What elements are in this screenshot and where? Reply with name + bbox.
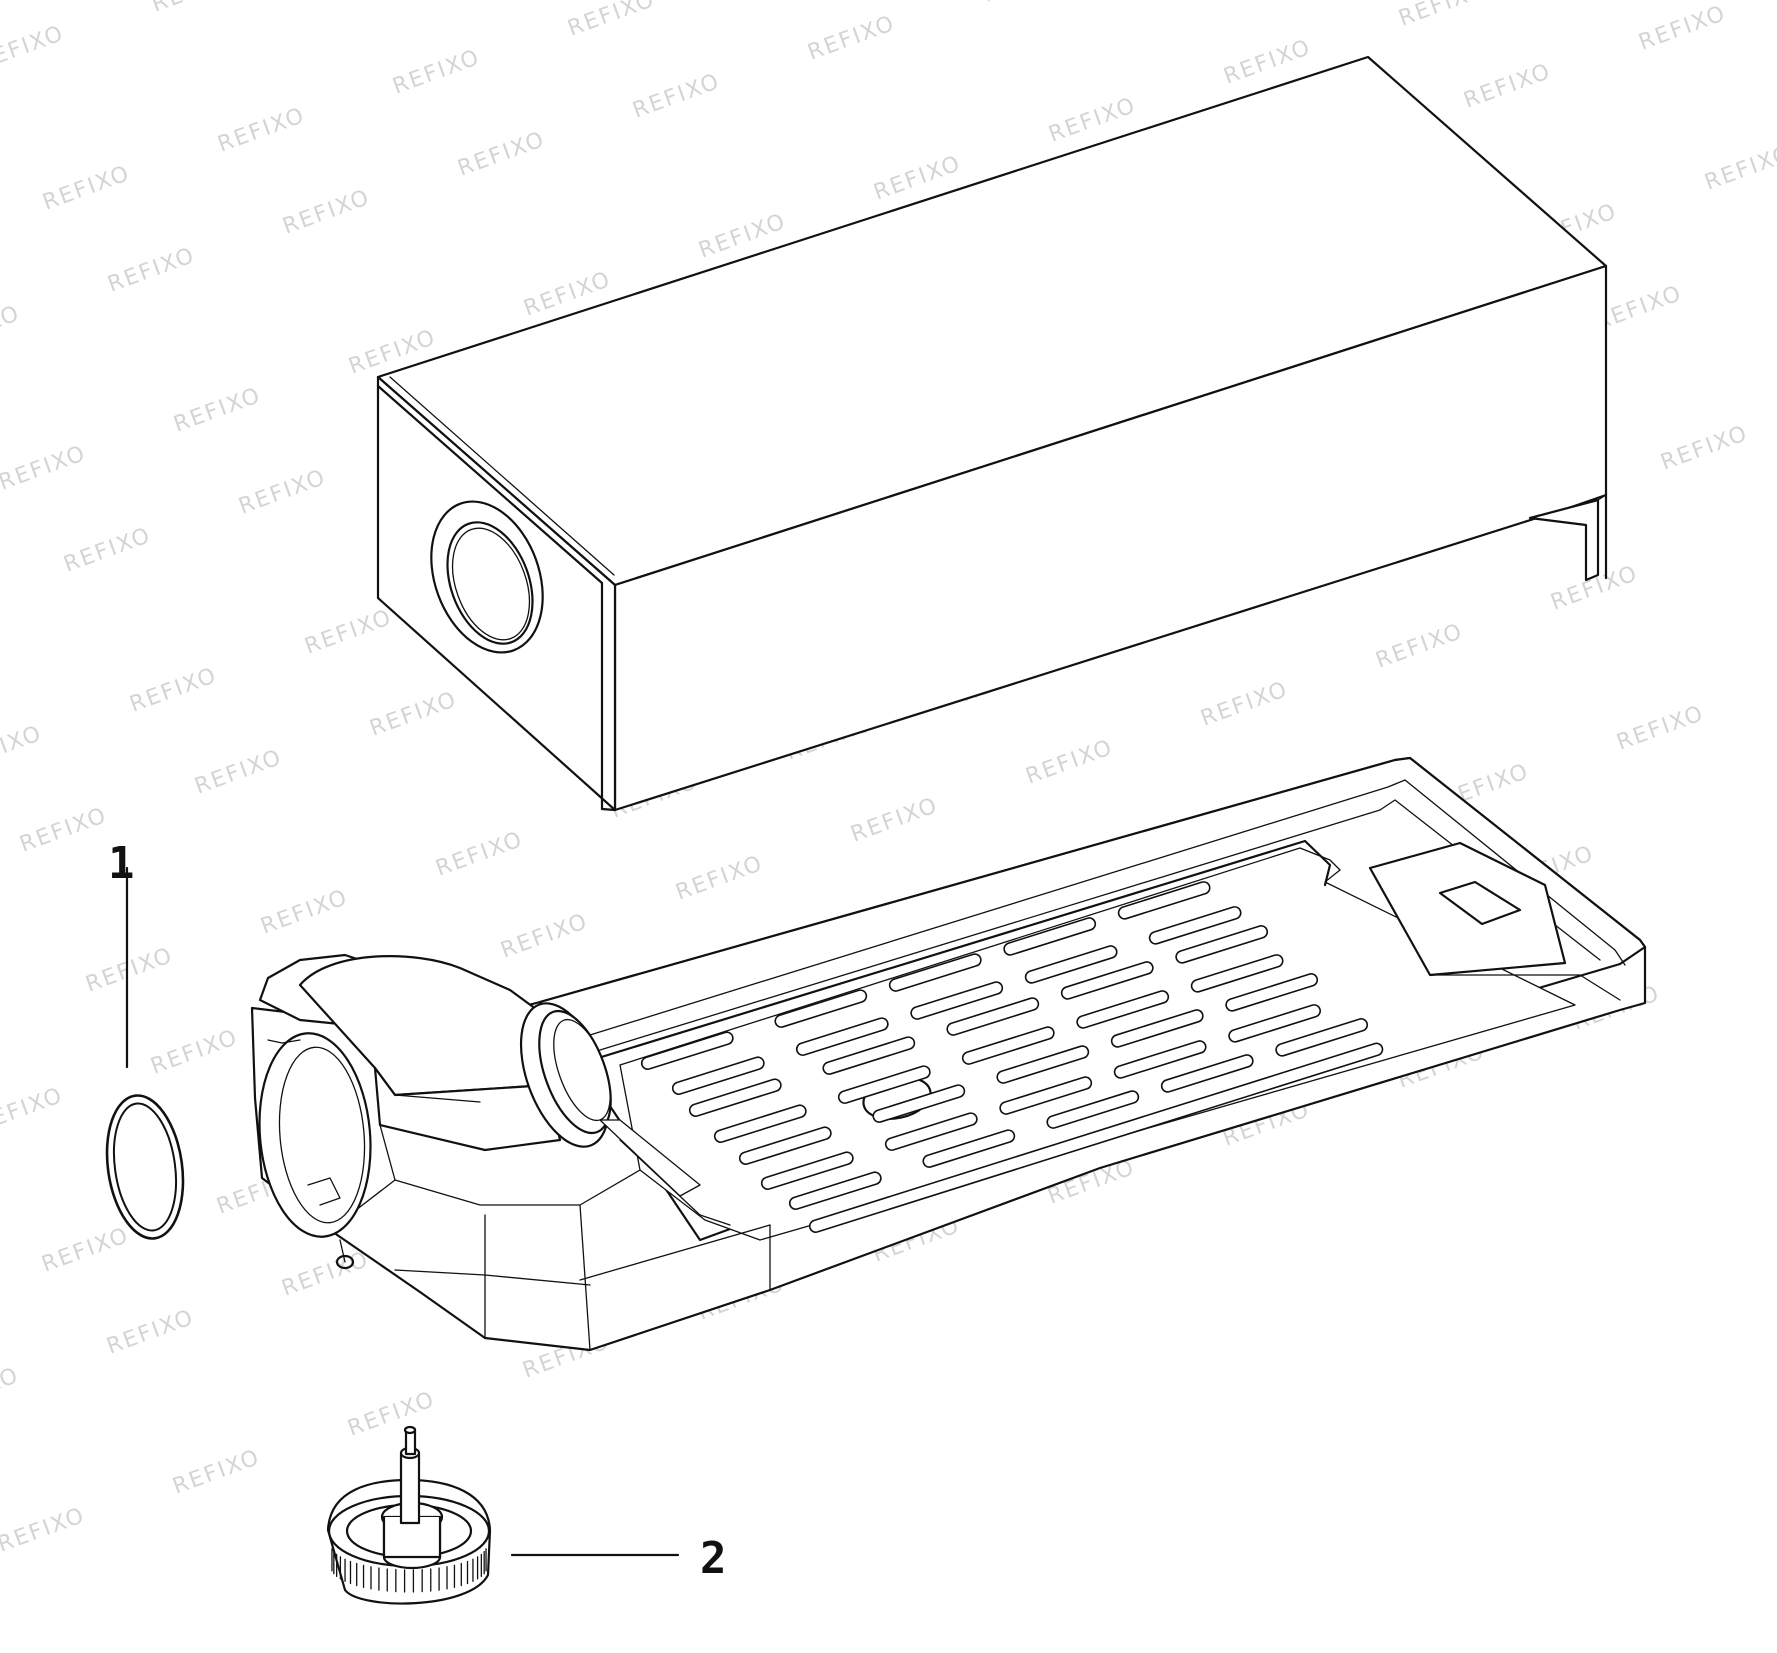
watermark-text: REFIXO (104, 1305, 198, 1360)
grille-slot (888, 953, 982, 992)
watermark-text: REFIXO (258, 885, 352, 940)
watermark-text: REFIXO (127, 663, 221, 718)
threaded-collar (519, 1002, 701, 1197)
grille-slot (1148, 906, 1242, 945)
watermark-text: REFIXO (345, 1387, 439, 1442)
watermark-text: REFIXO (498, 909, 592, 964)
grille-slot (788, 1171, 882, 1210)
watermark-text: REFIXO (848, 793, 942, 848)
watermark-text: REFIXO (0, 441, 90, 496)
grille-slot (884, 1112, 978, 1151)
watermark-text: REFIXO (0, 21, 68, 76)
grille-slot (1024, 945, 1118, 984)
watermark-text: REFIXO (148, 1025, 242, 1080)
grille-slot (1117, 881, 1211, 920)
watermark-text: REFIXO (673, 851, 767, 906)
watermark-text: REFIXO (61, 523, 155, 578)
watermark-text: REFIXO (171, 383, 265, 438)
watermark-text: REFIXO (105, 243, 199, 298)
watermark-text: REFIXO (1396, 0, 1490, 32)
grille-slot (738, 1126, 832, 1165)
grille-slot (688, 1078, 782, 1117)
watermark-text: REFIXO (565, 0, 659, 42)
grille-slot (1003, 917, 1097, 956)
watermark-text: REFIXO (149, 0, 243, 18)
part-2-adjustable-foot (326, 1425, 492, 1605)
watermark-text: REFIXO (980, 0, 1074, 8)
grille-slot (1190, 954, 1284, 993)
water-tank-box (376, 55, 1608, 812)
grille-slot (999, 1076, 1093, 1115)
watermark-text: REFIXO (39, 1223, 133, 1278)
grille-slot (760, 1151, 854, 1190)
watermark-text: REFIXO (83, 943, 177, 998)
watermark-text: REFIXO (0, 301, 24, 356)
grille-slot (872, 1084, 966, 1123)
grille-slot (996, 1045, 1090, 1084)
grille-slots (640, 881, 1384, 1233)
watermark-text: REFIXO (1023, 735, 1117, 790)
watermark-text: REFIXO (390, 45, 484, 100)
grille-slot (1275, 1018, 1369, 1057)
grille-slot (1046, 1090, 1140, 1129)
grille-slot (1060, 961, 1154, 1000)
watermark-text: REFIXO (1198, 677, 1292, 732)
tank-port (430, 500, 544, 654)
watermark-text: REFIXO (455, 127, 549, 182)
watermark-text: REFIXO (215, 103, 309, 158)
watermark-text: REFIXO (630, 69, 724, 124)
watermark-text: REFIXO (40, 161, 134, 216)
watermark-text: REFIXO (1636, 1, 1730, 56)
grille-slot (946, 997, 1040, 1036)
grille-slot (774, 989, 868, 1028)
grille-slot (1076, 990, 1170, 1029)
watermark-text: REFIXO (279, 1247, 373, 1302)
watermark-text: REFIXO (1702, 141, 1777, 196)
grille-slot (1225, 973, 1319, 1012)
grille-slot (1175, 925, 1269, 964)
grille-slot (910, 981, 1004, 1020)
watermark-text: REFIXO (367, 687, 461, 742)
watermark-text: REFIXO (302, 605, 396, 660)
watermark-text: REFIXO (433, 827, 527, 882)
valve-housing (258, 953, 562, 1270)
grille-slot (1160, 1054, 1254, 1093)
grille-slot (837, 1065, 931, 1104)
grille-slot (795, 1017, 889, 1056)
grille-slot (922, 1129, 1016, 1168)
grille-slot (1110, 1009, 1204, 1048)
callout-2: 2 (700, 1533, 727, 1584)
watermark-text: REFIXO (0, 721, 46, 776)
watermark-text: REFIXO (0, 1083, 67, 1138)
drip-tray (250, 756, 1647, 1352)
watermark-text: REFIXO (1658, 421, 1752, 476)
watermark-text: REFIXO (192, 745, 286, 800)
watermark-text: REFIXO (1461, 59, 1555, 114)
watermark-text: REFIXO (0, 1363, 23, 1418)
callout-1: 1 (108, 838, 135, 889)
grille-slot (961, 1026, 1055, 1065)
grille-slot (1113, 1040, 1207, 1079)
watermark-text: REFIXO (1614, 701, 1708, 756)
watermark-text: REFIXO (1373, 619, 1467, 674)
watermark-text: REFIXO (805, 11, 899, 66)
watermark-text: REFIXO (0, 1001, 2, 1056)
grille-slot (822, 1036, 916, 1075)
knurl-ridges (331, 1548, 487, 1593)
watermark-text: REFIXO (280, 185, 374, 240)
watermark-text: REFIXO (0, 1503, 89, 1558)
part-1-o-ring (105, 1094, 185, 1240)
watermark-text: REFIXO (17, 803, 111, 858)
watermark-text: REFIXO (236, 465, 330, 520)
grille-slot (640, 1031, 734, 1070)
grille-slot (713, 1104, 807, 1143)
watermark-text: REFIXO (170, 1445, 264, 1500)
grille-slot (1228, 1004, 1322, 1043)
grille-slot (671, 1056, 765, 1095)
grille-slot (808, 1042, 1384, 1233)
